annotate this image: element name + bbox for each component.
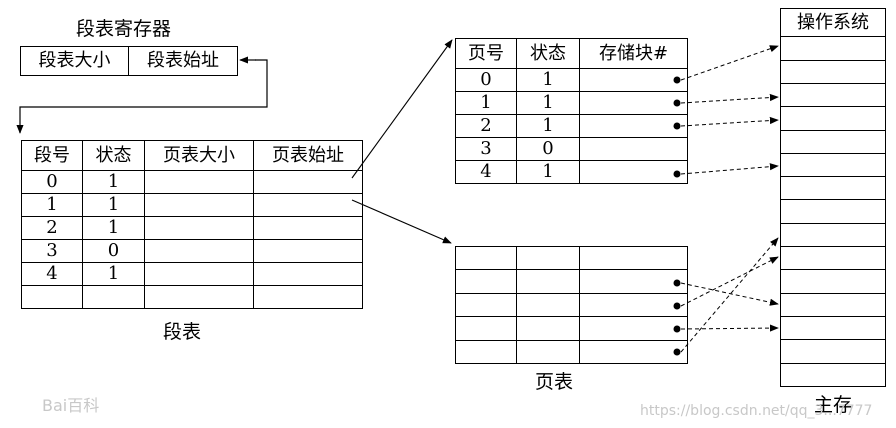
column-header: 存储块# — [579, 38, 688, 69]
frame-pointer-dot — [673, 99, 681, 107]
memory-block — [780, 152, 886, 178]
frame-mapping-arrow — [680, 256, 779, 307]
table-cell — [455, 269, 517, 294]
page-table-bottom — [455, 245, 688, 365]
main-memory-caption: 主存 — [814, 394, 853, 416]
table-row — [455, 269, 688, 294]
register-to-segment-table-arrow — [16, 59, 268, 134]
table-cell — [144, 285, 254, 309]
table-cell — [579, 269, 688, 294]
memory-frame — [780, 129, 886, 154]
segment-table-caption: 段表 — [163, 321, 202, 343]
frame-pointer-dot — [673, 122, 681, 130]
table-row — [455, 292, 688, 318]
memory-block — [780, 362, 886, 388]
memory-frame — [780, 246, 886, 271]
main-memory: 操作系统 — [780, 7, 886, 388]
table-cell — [579, 339, 688, 365]
memory-block: 操作系统 — [780, 7, 886, 38]
table-row — [455, 245, 688, 271]
table-cell — [144, 193, 254, 217]
table-cell — [579, 245, 688, 271]
table-cell: 0 — [82, 239, 145, 263]
table-cell — [455, 292, 517, 318]
segment-register: 段表大小 段表始址 — [20, 46, 238, 76]
frame-mapping-arrow — [680, 163, 779, 175]
memory-block — [780, 36, 886, 61]
table-cell: 4 — [21, 262, 83, 286]
table-header-row: 页号 状态 存储块# — [455, 38, 688, 69]
memory-block — [780, 129, 886, 154]
table-row: 4 1 — [21, 262, 363, 286]
table-header-row: 段号 状态 页表大小 页表始址 — [21, 140, 363, 171]
frame-mapping-arrow — [680, 324, 779, 332]
table-cell — [516, 269, 580, 294]
segment-register-base-cell: 段表始址 — [128, 46, 238, 76]
frame-pointer-dot — [673, 302, 681, 310]
column-header: 段号 — [21, 140, 83, 171]
segment-table: 段号 状态 页表大小 页表始址 0 1 1 1 2 1 3 0 4 1 — [21, 140, 363, 309]
os-memory-block: 操作系统 — [780, 7, 886, 38]
memory-frame — [780, 362, 886, 388]
table-row: 3 0 — [455, 137, 688, 161]
table-row: 0 1 — [21, 170, 363, 194]
memory-frame — [780, 222, 886, 248]
frame-mapping-arrow — [680, 45, 779, 81]
table-row — [21, 285, 363, 309]
table-row — [455, 339, 688, 365]
table-cell — [516, 292, 580, 318]
memory-block — [780, 246, 886, 271]
csdn-watermark-url: https://blog.csdn.net/qq_3...7777 — [640, 403, 873, 419]
table-cell: 4 — [455, 160, 517, 184]
table-row: 1 1 — [455, 91, 688, 115]
frame-mapping-arrow — [680, 237, 779, 353]
baike-watermark-logo: Bai百科 — [42, 396, 100, 415]
table-cell: 1 — [455, 91, 517, 115]
table-cell: 3 — [21, 239, 83, 263]
table-cell: 3 — [455, 137, 517, 161]
segment-to-page-table-bottom-arrow — [351, 199, 452, 244]
table-cell — [579, 160, 688, 184]
table-cell — [144, 239, 254, 263]
frame-mapping-arrow — [680, 282, 779, 306]
table-cell — [516, 245, 580, 271]
table-cell — [253, 285, 363, 309]
segment-to-page-table-top-arrow — [351, 39, 453, 179]
frame-mapping-arrow — [680, 93, 779, 104]
table-row: 3 0 — [21, 239, 363, 263]
frame-pointer-dot — [673, 76, 681, 84]
memory-frame — [780, 152, 886, 178]
table-row: 0 1 — [455, 68, 688, 92]
segment-register-title: 段表寄存器 — [76, 18, 172, 40]
table-cell — [579, 91, 688, 115]
memory-block — [780, 222, 886, 248]
memory-frame — [780, 36, 886, 61]
table-row: 4 1 — [455, 160, 688, 184]
table-cell — [579, 137, 688, 161]
memory-frame — [780, 199, 886, 224]
memory-block — [780, 199, 886, 224]
frame-pointer-dot — [673, 279, 681, 287]
frame-pointer-dot — [673, 170, 681, 178]
frame-mapping-arrow — [680, 116, 779, 127]
table-cell — [455, 245, 517, 271]
page-table-top: 页号 状态 存储块# 0 1 1 1 2 1 3 0 4 1 — [455, 38, 688, 184]
table-cell — [579, 292, 688, 318]
table-cell: 1 — [82, 170, 145, 194]
table-cell — [21, 285, 83, 309]
table-cell: 0 — [21, 170, 83, 194]
frame-pointer-dot — [673, 348, 681, 356]
frame-pointer-dot — [673, 325, 681, 333]
page-table-caption: 页表 — [535, 371, 574, 393]
table-cell — [579, 68, 688, 92]
table-cell: 2 — [455, 114, 517, 138]
column-header: 状态 — [82, 140, 145, 171]
table-cell — [455, 339, 517, 365]
segment-register-size-cell: 段表大小 — [20, 46, 129, 76]
